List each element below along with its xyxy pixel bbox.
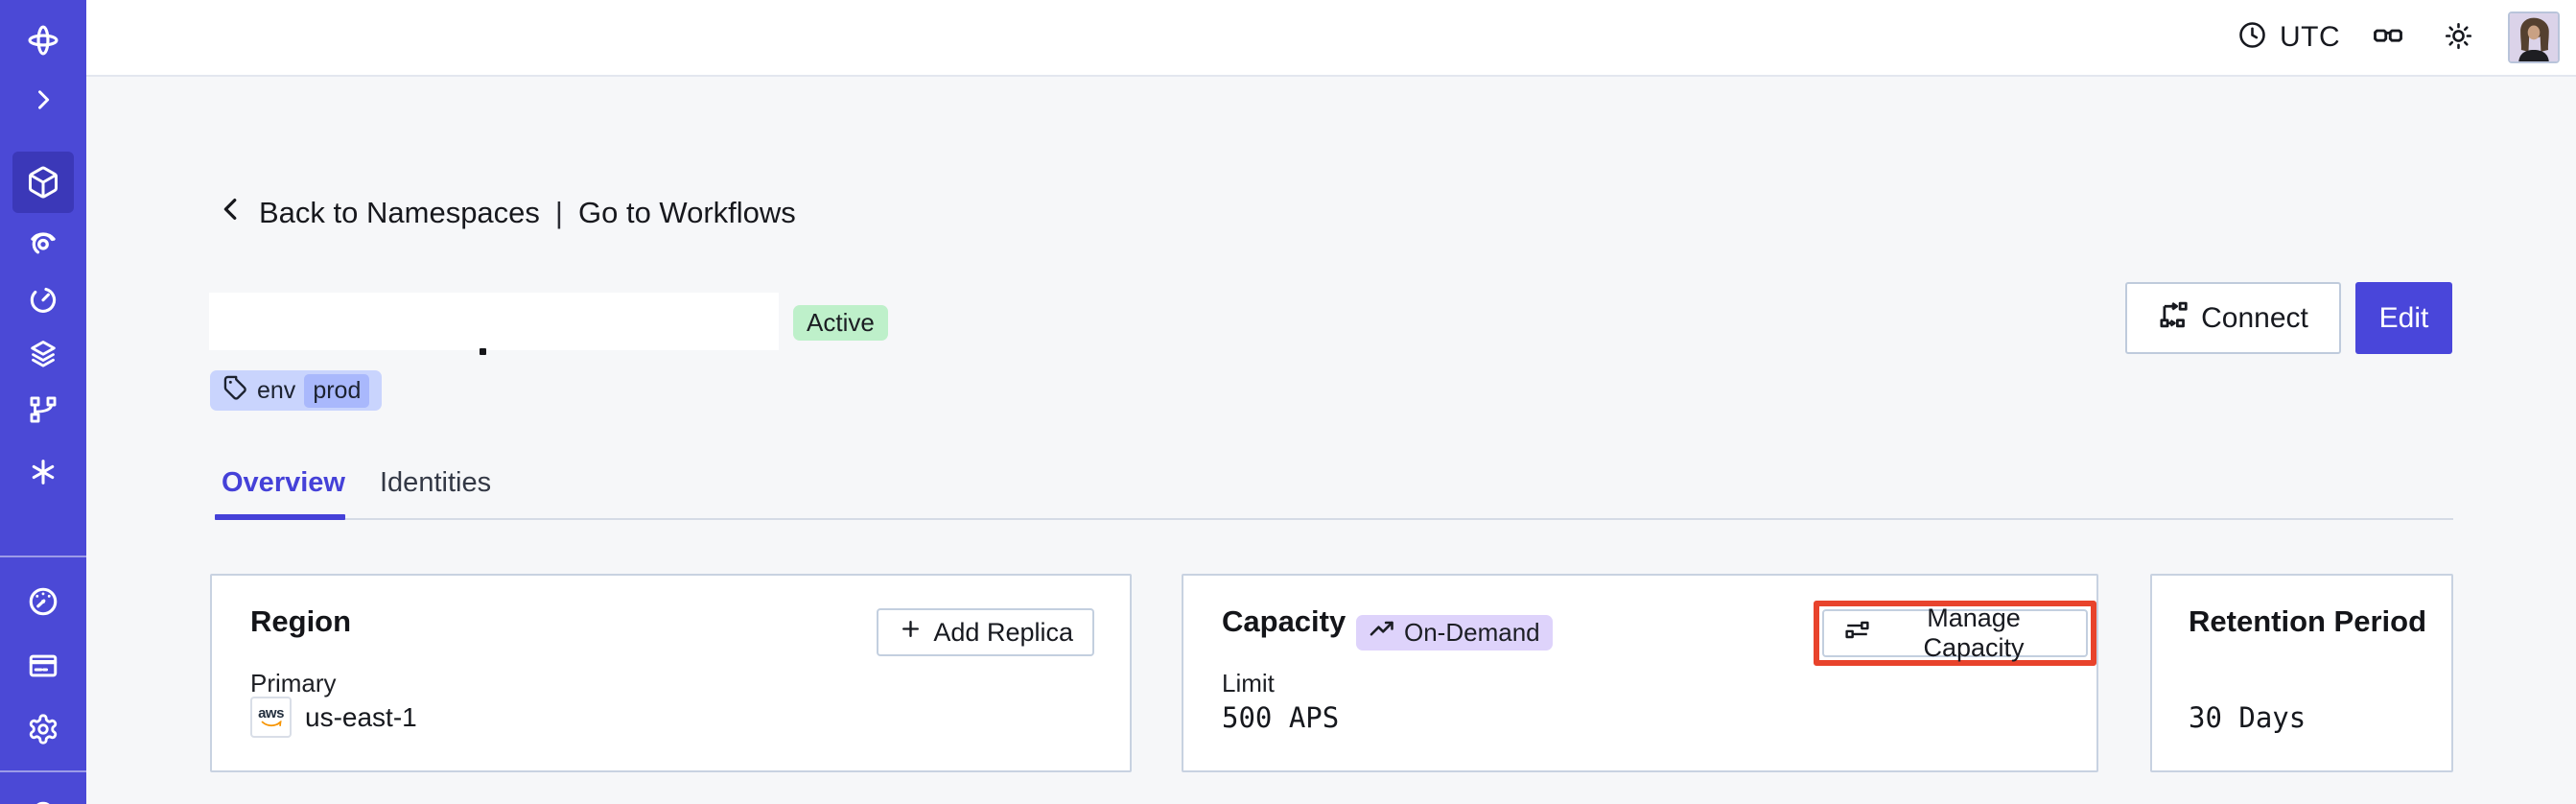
settings-gear-icon — [27, 713, 59, 745]
region-value-row: aws us-east-1 — [250, 697, 417, 738]
timezone-selector[interactable]: UTC — [2237, 0, 2340, 75]
sidebar-expand-button[interactable] — [22, 79, 64, 121]
chevron-right-icon — [30, 86, 57, 113]
manage-capacity-button[interactable]: Manage Capacity — [1822, 603, 2088, 662]
workflows-spiral-icon — [27, 226, 59, 259]
trending-up-icon — [1369, 616, 1395, 650]
sidebar-item-schedules[interactable] — [22, 278, 64, 320]
manage-capacity-label: Manage Capacity — [1923, 603, 2025, 662]
retention-card: Retention Period 30 Days — [2150, 574, 2453, 772]
connect-button[interactable]: Connect — [2125, 282, 2341, 354]
connect-button-label: Connect — [2201, 301, 2308, 334]
add-replica-button[interactable]: Add Replica — [877, 608, 1094, 656]
glasses-icon — [2371, 19, 2405, 57]
edit-button-label: Edit — [2378, 301, 2429, 334]
namespace-tag: env prod — [210, 370, 383, 411]
plus-icon — [898, 616, 924, 649]
tag-icon — [222, 374, 248, 407]
namespaces-cube-icon — [26, 165, 60, 200]
sidebar-divider — [0, 556, 86, 557]
tabs-divider — [215, 518, 2453, 520]
region-card-title: Region — [250, 604, 352, 638]
on-demand-badge-label: On-Demand — [1404, 618, 1540, 647]
sliders-icon — [1843, 616, 1871, 650]
on-demand-badge: On-Demand — [1356, 615, 1553, 650]
retention-card-title: Retention Period — [2189, 604, 2427, 638]
sidebar-item-batch-operations[interactable] — [22, 389, 64, 431]
breadcrumb-back-link[interactable]: Back to Namespaces — [259, 196, 540, 229]
capacity-card: Capacity On-Demand Manage Capacity Limit… — [1182, 574, 2098, 772]
partial-circle-icon — [26, 796, 60, 804]
temporal-logo-icon — [26, 23, 60, 58]
capacity-field-label: Limit — [1222, 669, 1275, 698]
edit-button[interactable]: Edit — [2355, 282, 2452, 354]
region-value: us-east-1 — [305, 701, 417, 732]
retention-value: 30 Days — [2189, 701, 2307, 734]
region-field-label: Primary — [250, 669, 337, 698]
region-card: Region Add Replica Primary aws us-east-1 — [210, 574, 1132, 772]
sidebar-item-deployments[interactable] — [22, 333, 64, 375]
connect-flow-icon — [2158, 298, 2190, 338]
capacity-value: 500 APS — [1222, 701, 1340, 734]
aws-logo-text: aws — [258, 704, 284, 721]
timezone-label: UTC — [2280, 21, 2341, 53]
theme-toggle-button[interactable] — [2444, 0, 2473, 75]
avatar — [2508, 12, 2560, 63]
schedules-timer-icon — [27, 283, 59, 316]
chevron-left-icon[interactable] — [217, 195, 246, 231]
sun-icon — [2444, 21, 2473, 54]
deployments-layers-icon — [27, 338, 59, 370]
annotation-highlight-box: Manage Capacity — [1814, 601, 2096, 666]
billing-card-icon — [27, 650, 59, 682]
add-replica-label: Add Replica — [933, 617, 1073, 647]
active-tab-indicator — [215, 514, 345, 520]
topbar: UTC — [86, 0, 2576, 77]
sidebar-item-usage[interactable] — [22, 580, 64, 623]
sidebar-item-workflows[interactable] — [22, 222, 64, 264]
aws-logo: aws — [250, 697, 292, 738]
capacity-card-title: Capacity — [1222, 604, 1347, 638]
temporal-logo[interactable] — [22, 19, 64, 61]
sidebar-item-namespaces[interactable] — [12, 152, 74, 213]
sidebar-item-billing[interactable] — [22, 645, 64, 687]
sidebar-item-nexus[interactable] — [22, 451, 64, 493]
status-badge: Active — [793, 305, 888, 341]
tag-key: env — [257, 376, 296, 404]
data-converter-button[interactable] — [2371, 0, 2405, 75]
usage-gauge-icon — [27, 585, 59, 618]
tag-value: prod — [304, 373, 370, 408]
clock-icon — [2237, 20, 2267, 55]
breadcrumb: Back to Namespaces | Go to Workflows — [217, 195, 796, 231]
nexus-asterisk-icon — [28, 457, 59, 487]
aws-smile — [261, 720, 282, 726]
sidebar-item-settings[interactable] — [22, 708, 64, 750]
user-menu-button[interactable] — [2508, 0, 2560, 75]
tab-identities[interactable]: Identities — [380, 467, 492, 498]
sidebar-item-bottom-partial[interactable] — [22, 792, 64, 804]
breadcrumb-workflows-link[interactable]: Go to Workflows — [577, 196, 796, 229]
tab-overview[interactable]: Overview — [222, 467, 345, 498]
breadcrumb-separator: | — [554, 196, 563, 229]
sidebar — [0, 0, 86, 804]
sidebar-divider — [0, 770, 86, 772]
redaction-artifact-dot — [480, 348, 486, 355]
batch-branch-icon — [27, 393, 59, 426]
namespace-title-redacted — [209, 293, 779, 350]
